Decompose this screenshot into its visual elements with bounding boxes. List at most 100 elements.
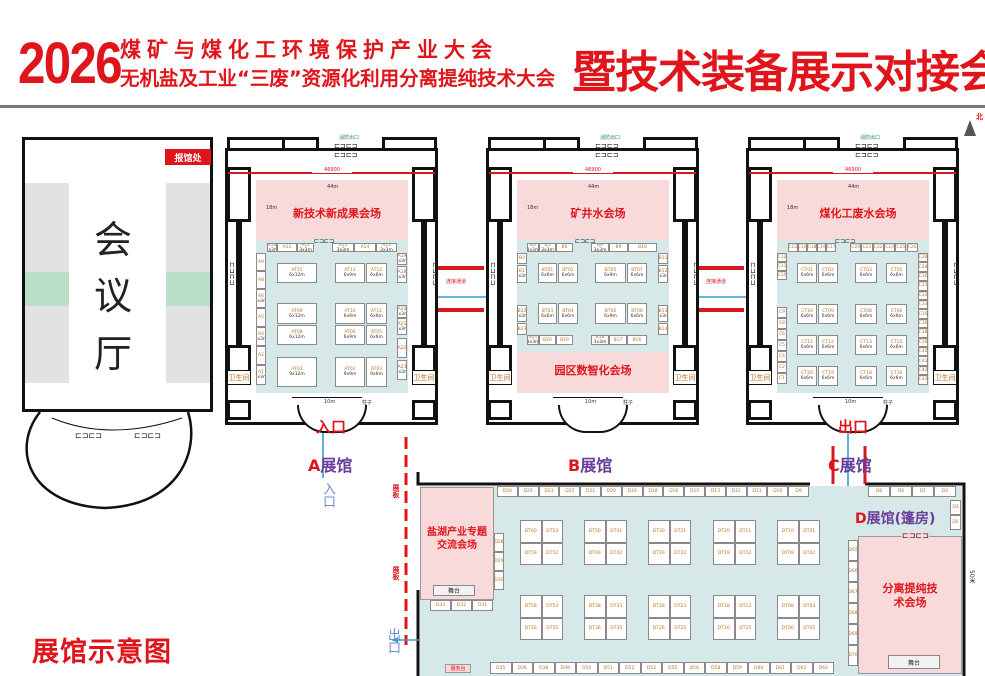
booth[interactable]: A233x3m (397, 360, 407, 380)
booth[interactable]: A213x3m (397, 318, 407, 335)
booth[interactable]: C35 (918, 309, 928, 319)
booth[interactable]: A22 (397, 338, 407, 358)
booth[interactable]: B9 (609, 243, 628, 252)
booth[interactable]: A183x3m (397, 266, 407, 283)
booth[interactable]: C8 (777, 318, 787, 329)
booth[interactable]: B11 (658, 253, 668, 264)
booth[interactable]: C6 (777, 329, 787, 340)
booth[interactable]: C15 (788, 243, 798, 252)
booth[interactable]: C39 (918, 337, 928, 347)
booth[interactable]: C25 (895, 243, 907, 252)
booth[interactable]: C9 (777, 307, 787, 318)
booth[interactable]: C22 (872, 243, 884, 252)
booth[interactable]: A11 (277, 243, 297, 252)
booth[interactable]: A103x3m (267, 243, 277, 252)
booth[interactable]: C32 (918, 290, 928, 300)
booth[interactable]: A5 (256, 308, 266, 327)
booth[interactable]: C29 (918, 262, 928, 272)
booth[interactable]: C42 (918, 365, 928, 376)
booth[interactable]: C41 (918, 356, 928, 366)
booth[interactable]: C40 (918, 347, 928, 357)
booth[interactable]: B223x3m (517, 305, 527, 322)
booth[interactable]: C26 (906, 243, 918, 252)
booth[interactable]: C18 (807, 243, 817, 252)
booth[interactable]: A8 (256, 271, 266, 289)
booth[interactable]: C16 (797, 243, 808, 252)
booth[interactable]: C28 (918, 253, 928, 263)
booth[interactable]: C23 (883, 243, 896, 252)
booth[interactable]: C43 (918, 375, 928, 385)
booth[interactable]: A2 (256, 346, 266, 365)
booth[interactable]: B133x3m (658, 305, 668, 322)
booth[interactable]: C12 (777, 253, 787, 262)
booth[interactable]: B10 (628, 243, 657, 252)
booth[interactable]: C11 (777, 262, 787, 271)
booth[interactable]: C4 (777, 351, 787, 362)
booth[interactable]: C31 (918, 281, 928, 291)
booth[interactable]: A63x3m (256, 289, 266, 308)
booth[interactable]: C21 (861, 243, 873, 252)
booth[interactable]: C19 (816, 243, 827, 252)
booth[interactable]: B13x3m (517, 265, 527, 283)
booth[interactable]: C17 (826, 243, 836, 252)
booth[interactable]: B23 (517, 323, 527, 335)
booth[interactable]: B17 (609, 335, 627, 345)
booth[interactable]: A9 (256, 253, 266, 271)
booth[interactable]: B2 (517, 253, 527, 264)
booth[interactable]: A14 (354, 243, 376, 252)
booth[interactable]: C2 (777, 362, 787, 373)
booth[interactable]: C5 (777, 340, 787, 351)
booth[interactable]: C33 (918, 300, 928, 310)
booth[interactable]: C30 (918, 271, 928, 282)
booth[interactable]: C1 (777, 373, 787, 384)
booth[interactable]: C10 (777, 271, 787, 280)
booth[interactable]: A13x3m (256, 365, 266, 385)
booth[interactable]: A193x3m (397, 253, 407, 265)
booth[interactable]: B19 (556, 335, 573, 345)
booth[interactable]: A203x3m (397, 305, 407, 318)
